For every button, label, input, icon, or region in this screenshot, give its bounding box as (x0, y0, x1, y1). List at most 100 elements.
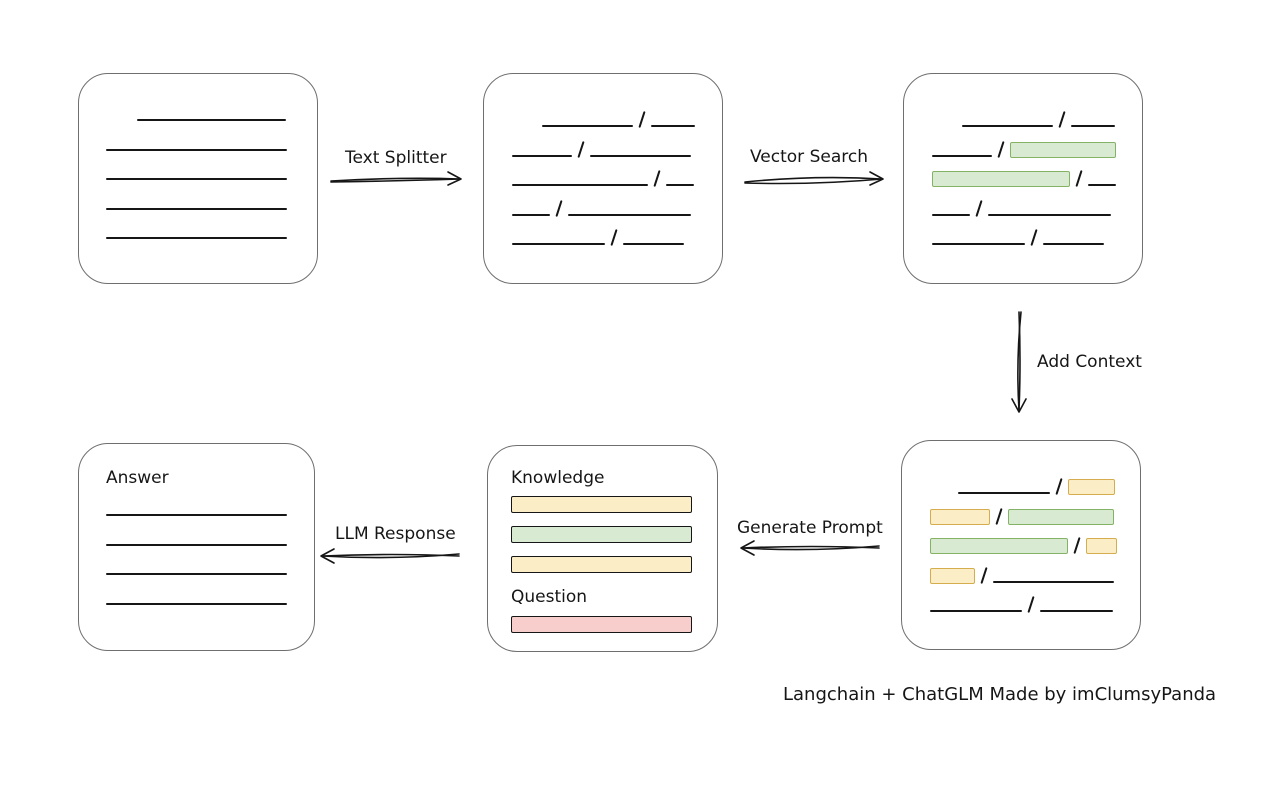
text-line (988, 213, 1111, 216)
text-line (106, 543, 287, 546)
chunk-row (512, 217, 722, 246)
slash-separator (555, 200, 563, 217)
chunk-row (930, 525, 1140, 555)
text-line (932, 154, 992, 157)
context-chunks-lines (902, 441, 1140, 613)
chunk-row (106, 517, 314, 546)
vector-search-label: Vector Search (750, 147, 868, 167)
yellow-highlight-bar (1068, 479, 1115, 496)
text-line (106, 207, 287, 210)
text-line (106, 148, 287, 151)
knowledge-bars (511, 496, 692, 573)
text-line (623, 242, 684, 245)
text-line (1040, 609, 1113, 612)
context-chunks-box (901, 440, 1141, 650)
text-line (993, 580, 1114, 583)
generate-prompt-arrow (740, 540, 880, 556)
chunk-row (930, 584, 1140, 613)
question-bars (511, 616, 692, 633)
yellow-highlight-bar (930, 567, 975, 584)
yellow-prompt-bar (511, 496, 692, 513)
slash-separator (1055, 478, 1063, 495)
text-line (1043, 242, 1104, 245)
llm-response-label: LLM Response (335, 524, 456, 544)
chunk-row (930, 466, 1140, 496)
slash-separator (638, 111, 646, 128)
generate-prompt-label: Generate Prompt (737, 518, 883, 538)
text-line (137, 119, 286, 122)
chunk-row (512, 99, 722, 128)
text-line (542, 125, 633, 128)
vector-search-arrow (744, 171, 884, 186)
text-line (958, 492, 1050, 495)
chunk-row (512, 187, 722, 216)
green-prompt-bar (511, 526, 692, 543)
slash-separator (997, 141, 1005, 158)
text-line (568, 213, 691, 216)
yellow-highlight-bar (930, 508, 990, 525)
document-lines (79, 74, 317, 240)
matched-chunks-box (903, 73, 1143, 284)
slash-separator (610, 229, 618, 246)
text-line (106, 514, 287, 517)
answer-heading: Answer (106, 468, 169, 488)
add-context-label: Add Context (1037, 352, 1142, 372)
matched-chunks-lines (904, 74, 1142, 246)
text-line (932, 213, 970, 216)
caption: Langchain + ChatGLM Made by imClumsyPand… (783, 684, 1217, 705)
slash-separator (1075, 170, 1083, 187)
yellow-prompt-bar (511, 556, 692, 573)
chunk-row (106, 181, 317, 210)
add-context-arrow (1011, 311, 1027, 413)
text-line (930, 609, 1022, 612)
chunk-row (932, 158, 1142, 188)
slash-separator (1027, 596, 1035, 613)
chunk-row (106, 576, 314, 605)
chunk-row (106, 93, 317, 122)
chunk-row (512, 128, 722, 157)
green-highlight-bar (930, 538, 1068, 555)
slash-separator (995, 508, 1003, 525)
chunk-row (932, 187, 1142, 216)
slash-separator (1030, 229, 1038, 246)
text-line (932, 242, 1025, 245)
chunk-row (106, 547, 314, 576)
text-line (590, 154, 691, 157)
chunk-row (932, 99, 1142, 128)
chunk-row (106, 122, 317, 151)
answer-lines (106, 488, 314, 606)
text-line (512, 242, 605, 245)
chunk-row (930, 554, 1140, 584)
split-chunks-lines (484, 74, 722, 246)
chunk-row (106, 152, 317, 181)
llm-response-arrow (320, 548, 460, 564)
chunk-row (930, 495, 1140, 525)
chunk-row (106, 488, 314, 517)
prompt-box: Knowledge Question (487, 445, 718, 652)
red-prompt-bar (511, 616, 692, 633)
green-highlight-bar (1008, 508, 1114, 525)
green-highlight-bar (1010, 141, 1116, 158)
slash-separator (975, 200, 983, 217)
chunk-row (932, 217, 1142, 246)
text-splitter-label: Text Splitter (345, 148, 447, 168)
text-line (1088, 184, 1116, 187)
text-line (106, 178, 287, 181)
text-line (106, 573, 287, 576)
text-line (106, 602, 287, 605)
yellow-highlight-bar (1086, 538, 1117, 555)
slash-separator (653, 170, 661, 187)
text-line (512, 213, 550, 216)
text-line (651, 125, 695, 128)
question-heading: Question (511, 587, 588, 607)
text-line (666, 184, 694, 187)
slash-separator (980, 567, 988, 584)
chunk-row (106, 211, 317, 240)
text-splitter-arrow (330, 171, 462, 186)
chunk-row (512, 158, 722, 187)
document-box (78, 73, 318, 284)
text-line (512, 184, 648, 187)
slash-separator (1058, 111, 1066, 128)
slash-separator (577, 141, 585, 158)
knowledge-heading: Knowledge (511, 468, 605, 488)
